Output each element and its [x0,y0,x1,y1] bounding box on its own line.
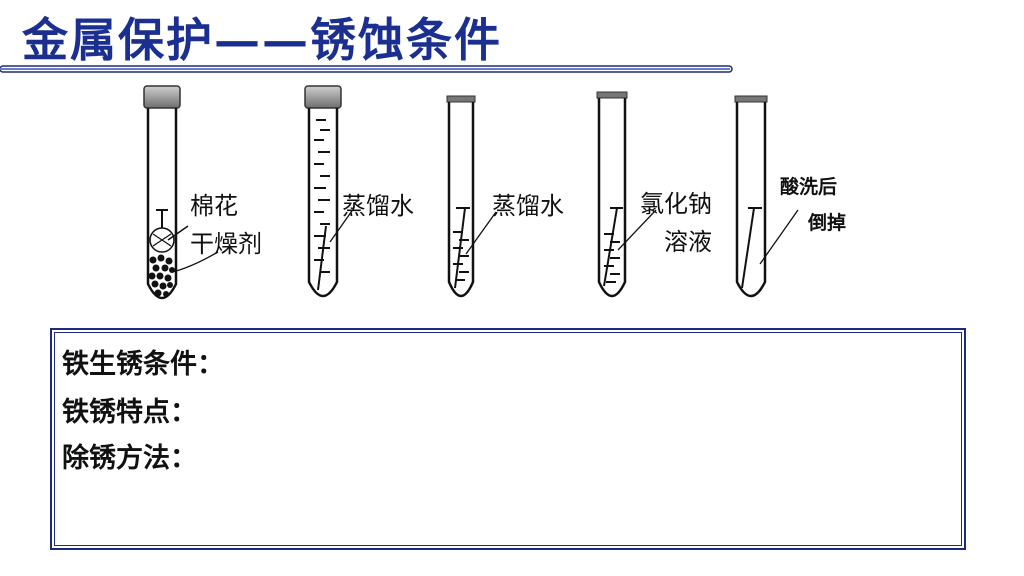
page-title: 金属保护——锈蚀条件 [22,13,502,67]
tube-5 [735,102,767,298]
test-tube-dry [143,85,219,300]
test-tube-acid-washed [734,95,799,298]
stopper-1 [143,85,181,109]
stopper-2 [304,85,342,109]
title-underline [0,65,733,73]
rust-experiment-diagram [143,85,799,300]
iron-nail-5 [741,207,755,289]
rim-4 [596,91,628,99]
rim-3 [446,95,476,103]
label-nacl-line1: 氯化钠 [640,190,712,218]
answer-box [50,328,966,550]
water-dashes-3 [453,231,469,281]
test-tube-water-sealed [304,85,355,298]
water-dashes-4 [604,233,620,283]
label-desiccant: 干燥剂 [190,230,262,258]
question-rust-feature: 铁锈特点： [62,397,197,428]
question-rust-removal: 除锈方法： [62,443,197,474]
iron-nail-4 [603,207,618,287]
question-rust-condition: 铁生锈条件： [62,349,224,380]
tube-3 [447,102,475,298]
tube-2 [307,108,339,298]
water-dashes-2 [314,119,330,273]
tube-1 [146,108,178,300]
rim-5 [734,95,768,103]
label-acid-line1: 酸洗后 [780,176,838,198]
test-tube-water-open [446,95,497,298]
label-distilled-water-2: 蒸馏水 [492,192,564,220]
label-nacl-line2: 溶液 [664,228,712,256]
label-acid-line2: 倒掉 [808,212,847,234]
tube-4 [597,98,627,298]
desiccant-granules [148,254,175,297]
test-tube-nacl [596,91,657,298]
iron-nail-2 [317,225,327,291]
label-distilled-water-1: 蒸馏水 [342,192,414,220]
label-cotton: 棉花 [190,192,238,220]
